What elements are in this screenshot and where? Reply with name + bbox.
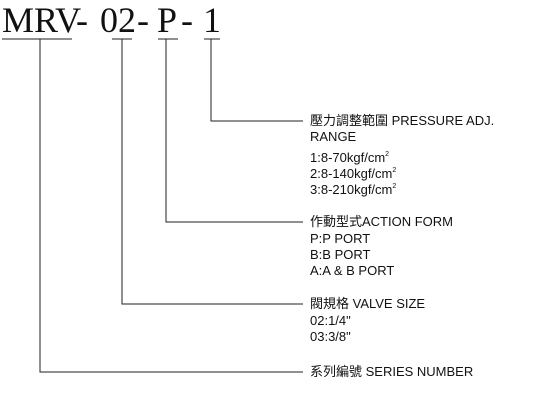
action-option-2: B:B PORT	[310, 247, 371, 262]
code-dash-2: -	[137, 0, 149, 40]
action-form-title: 作動型式ACTION FORM	[310, 214, 453, 229]
pressure-option-1: 1:8-70kgf/cm2	[310, 150, 390, 165]
code-dash-3: -	[181, 0, 193, 40]
valve-size-option-2: 03:3/8"	[310, 329, 351, 344]
pressure-option-3: 3:8-210kgf/cm2	[310, 182, 397, 197]
leader-pressure	[210, 39, 303, 122]
code-dash-1: -	[76, 0, 88, 40]
code-size: 02	[100, 0, 136, 40]
action-option-3: A:A & B PORT	[310, 263, 395, 278]
leader-action	[165, 39, 303, 223]
valve-size-option-1: 02:1/4"	[310, 313, 351, 328]
leader-size	[121, 39, 303, 305]
valve-size-title: 閥規格 VALVE SIZE	[310, 296, 426, 311]
pressure-option-2: 2:8-140kgf/cm2	[310, 166, 397, 181]
leader-series	[39, 39, 303, 373]
action-option-1: P:P PORT	[310, 231, 371, 246]
code-action: P	[157, 0, 178, 40]
code-series: MRV	[2, 0, 82, 40]
pressure-adj-title: 壓力調整範圍 PRESSURE ADJ.	[310, 113, 495, 128]
series-number-title: 系列編號 SERIES NUMBER	[310, 364, 474, 379]
pressure-adj-title-cont: RANGE	[310, 129, 357, 144]
code-pressure: 1	[203, 0, 221, 40]
